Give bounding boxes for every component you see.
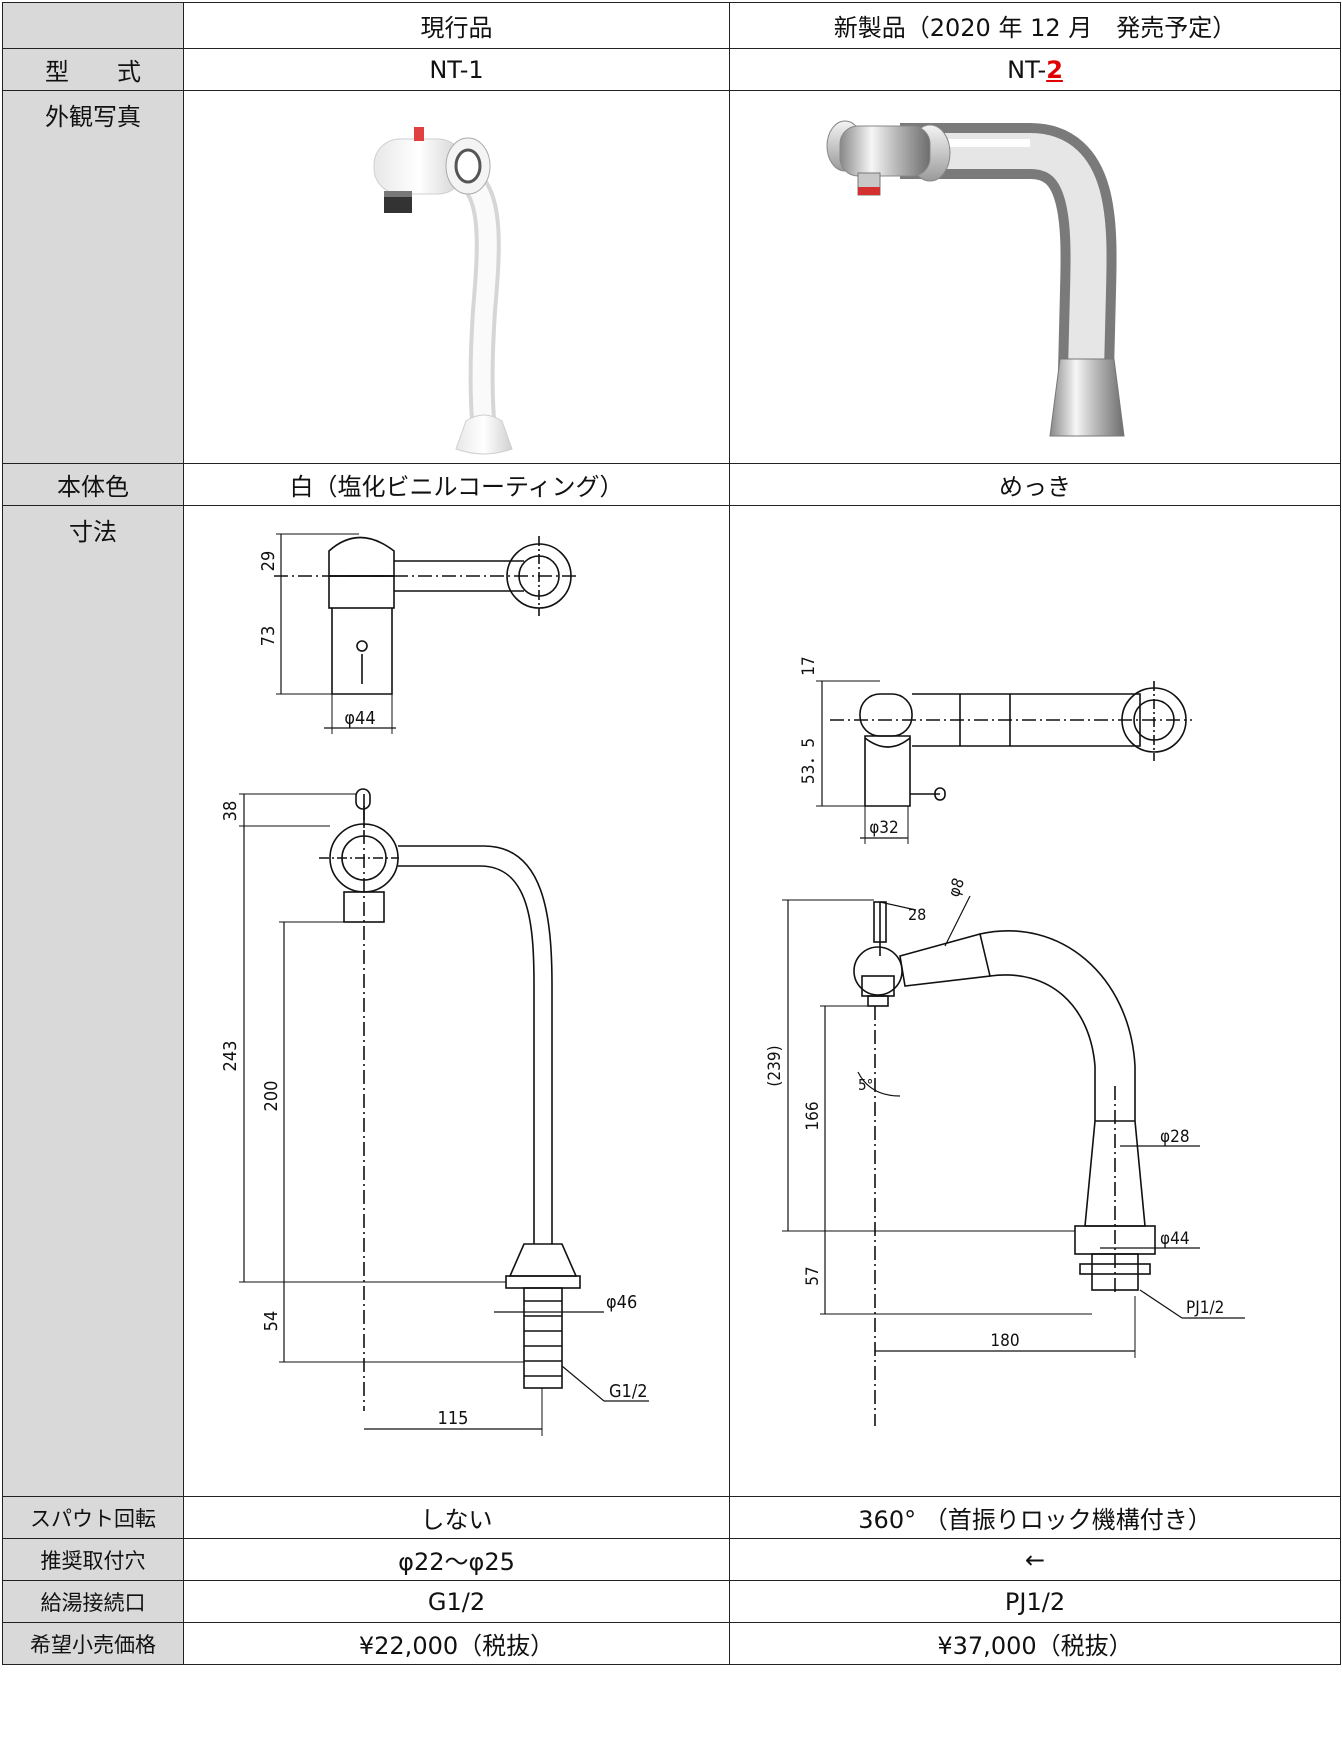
dim-pj12: PJ1/2: [1186, 1298, 1224, 1318]
dim-166: 166: [803, 1101, 823, 1130]
model-row: 型 式 NT-1 NT-2: [2, 48, 1341, 91]
dim-g12: G1/2: [609, 1381, 648, 1402]
dim-17: 17: [799, 656, 819, 675]
dim-115: 115: [438, 1408, 469, 1429]
corner-cell: [2, 2, 184, 49]
model-new-suffix: 2: [1046, 55, 1063, 84]
photo-row: 外観写真: [2, 90, 1341, 464]
dim-28-top: 28: [908, 905, 926, 924]
price-row: 希望小売価格 ¥22,000（税抜） ¥37,000（税抜）: [2, 1622, 1341, 1665]
price-label: 希望小売価格: [2, 1622, 184, 1665]
dimensions-current-cell: 29 73 φ44: [183, 505, 730, 1497]
dimensions-row: 寸法 29 73: [2, 505, 1341, 1497]
mounting-hole-row: 推奨取付穴 φ22～φ25 ←: [2, 1538, 1341, 1581]
dim-200: 200: [261, 1081, 282, 1112]
dim-phi32: φ32: [869, 818, 899, 838]
spout-rotation-current: しない: [183, 1496, 730, 1539]
dim-57: 57: [803, 1266, 823, 1285]
hot-water-new: PJ1/2: [729, 1580, 1341, 1623]
mounting-hole-label: 推奨取付穴: [2, 1538, 184, 1581]
dim-5deg: 5°: [858, 1076, 873, 1094]
color-new: めっき: [729, 463, 1341, 506]
color-label: 本体色: [2, 463, 184, 506]
model-label: 型 式: [2, 48, 184, 91]
color-current: 白（塩化ビニルコーティング）: [183, 463, 730, 506]
dim-29: 29: [258, 551, 279, 572]
model-new-prefix: NT-: [1007, 55, 1047, 84]
mounting-hole-current: φ22～φ25: [183, 1538, 730, 1581]
photo-current-cell: [183, 90, 730, 464]
model-new: NT-2: [729, 48, 1341, 91]
faucet-white-photo: [373, 127, 513, 455]
dim-73: 73: [258, 626, 279, 647]
header-new: 新製品（2020 年 12 月 発売予定）: [729, 2, 1341, 49]
photo-label: 外観写真: [2, 90, 184, 464]
dim-180: 180: [990, 1331, 1019, 1351]
spout-rotation-row: スパウト回転 しない 360° （首振りロック機構付き）: [2, 1496, 1341, 1539]
dim-239: (239): [765, 1045, 785, 1086]
header-current: 現行品: [183, 2, 730, 49]
dim-phi28: φ28: [1160, 1127, 1190, 1147]
color-row: 本体色 白（塩化ビニルコーティング） めっき: [2, 463, 1341, 506]
dim-phi44-new: φ44: [1160, 1229, 1190, 1249]
dim-phi46: φ46: [606, 1292, 637, 1313]
dim-243: 243: [220, 1041, 241, 1072]
price-current: ¥22,000（税抜）: [183, 1622, 730, 1665]
hot-water-row: 給湯接続口 G1/2 PJ1/2: [2, 1580, 1341, 1623]
spout-rotation-label: スパウト回転: [2, 1496, 184, 1539]
dimension-drawing-current: 29 73 φ44: [220, 533, 649, 1436]
dimension-drawing-new: 17 53．5 φ32: [765, 656, 1245, 1426]
hot-water-current: G1/2: [183, 1580, 730, 1623]
dim-54: 54: [261, 1311, 282, 1332]
spout-rotation-new: 360° （首振りロック機構付き）: [729, 1496, 1341, 1539]
dimensions-label: 寸法: [2, 505, 184, 1497]
model-current: NT-1: [183, 48, 730, 91]
hot-water-label: 給湯接続口: [2, 1580, 184, 1623]
dim-53-5: 53．5: [799, 738, 819, 784]
dimensions-new-cell: 17 53．5 φ32: [729, 505, 1341, 1497]
mounting-hole-new: ←: [729, 1538, 1341, 1581]
dim-38: 38: [220, 801, 241, 822]
dim-phi8: φ8: [944, 875, 968, 899]
dim-phi44: φ44: [344, 708, 375, 729]
header-row: 現行品 新製品（2020 年 12 月 発売予定）: [2, 2, 1341, 49]
comparison-table: 現行品 新製品（2020 年 12 月 発売予定） 型 式 NT-1 NT-2 …: [2, 2, 1341, 1665]
photo-new-cell: [729, 90, 1341, 464]
faucet-chrome-photo: [826, 120, 1125, 437]
price-new: ¥37,000（税抜）: [729, 1622, 1341, 1665]
